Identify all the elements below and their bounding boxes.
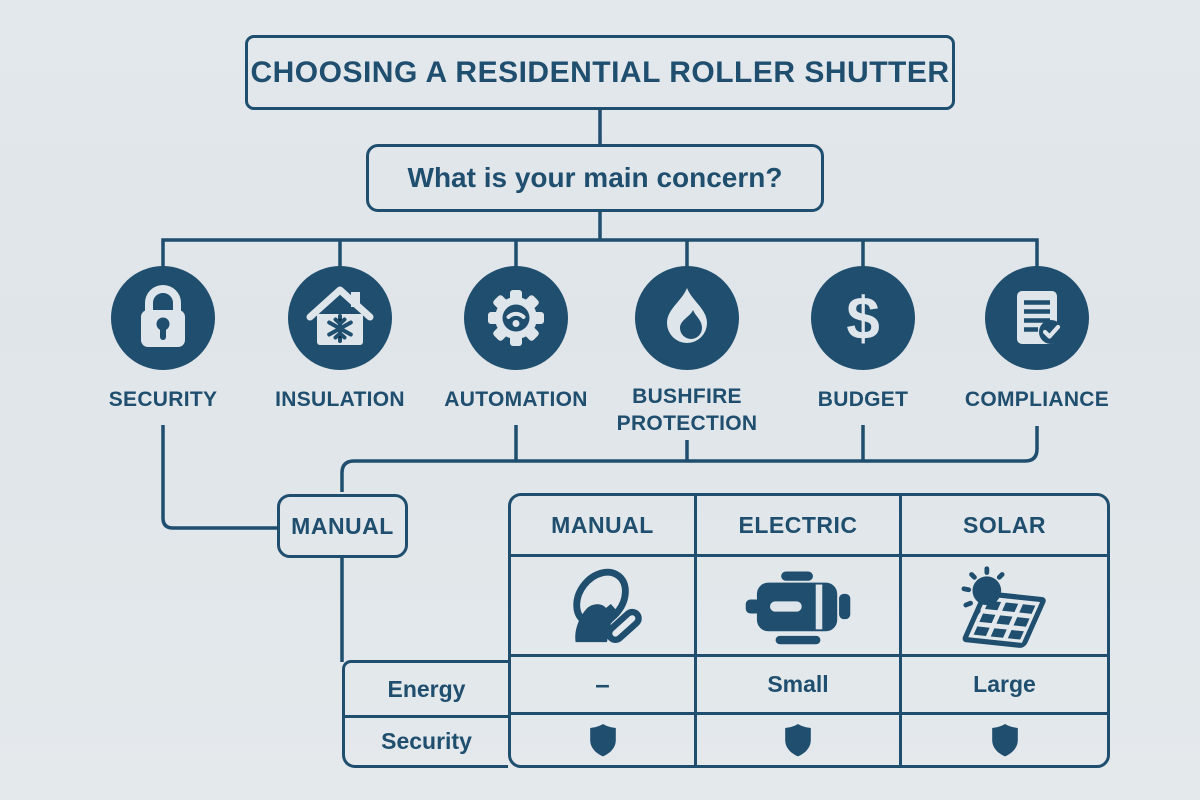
shield-icon	[589, 724, 616, 757]
option-label-security: SECURITY	[108, 388, 218, 411]
flame-icon	[635, 266, 739, 370]
option-node-bushfire	[635, 266, 739, 370]
row-label-security: Security	[381, 728, 472, 754]
cell-energy-manual: –	[511, 657, 697, 715]
option-node-compliance	[985, 266, 1089, 370]
security-branch-label: MANUAL	[291, 512, 394, 539]
option-label-compliance: COMPLIANCE	[964, 388, 1110, 411]
title-box: CHOOSING A RESIDENTIAL ROLLER SHUTTER	[245, 35, 955, 110]
page-title: CHOOSING A RESIDENTIAL ROLLER SHUTTER	[250, 55, 950, 89]
option-label-budget: BUDGET	[817, 388, 909, 411]
house-snowflake-icon	[288, 266, 392, 370]
cell-solar-icon	[902, 557, 1107, 657]
cell-security-manual	[511, 715, 697, 765]
security-branch-box: MANUAL	[277, 494, 408, 558]
column-header-manual: MANUAL	[511, 496, 697, 557]
cell-manual-icon	[511, 557, 697, 657]
question-box: What is your main concern?	[366, 144, 824, 212]
table-row-label-column: Energy Security	[342, 660, 508, 768]
document-check-icon	[985, 266, 1089, 370]
lock-icon	[111, 266, 215, 370]
option-label-automation: AUTOMATION	[444, 388, 588, 411]
option-node-budget: $	[811, 266, 915, 370]
hand-pull-icon	[572, 568, 642, 643]
shield-icon	[785, 724, 811, 757]
option-label-bushfire: BUSHFIRE PROTECTION	[616, 385, 758, 435]
motor-icon	[745, 570, 851, 644]
column-header-electric: ELECTRIC	[697, 496, 902, 557]
cell-electric-icon	[697, 557, 902, 657]
option-label-insulation: INSULATION	[275, 388, 405, 411]
svg-text:$: $	[846, 285, 879, 352]
option-node-automation	[464, 266, 568, 370]
option-node-insulation	[288, 266, 392, 370]
cell-security-electric	[697, 715, 902, 765]
column-header-solar: SOLAR	[902, 496, 1107, 557]
shield-icon	[991, 724, 1018, 757]
question-text: What is your main concern?	[407, 162, 783, 193]
comparison-table: MANUAL ELECTRIC SOLAR	[508, 493, 1110, 768]
option-node-security	[111, 266, 215, 370]
solar-panel-icon	[961, 565, 1046, 648]
cell-energy-solar: Large	[902, 657, 1107, 715]
cell-security-solar	[902, 715, 1107, 765]
cell-energy-electric: Small	[697, 657, 902, 715]
dollar-icon: $	[811, 266, 915, 370]
gear-wifi-icon	[464, 266, 568, 370]
row-label-energy: Energy	[345, 663, 508, 718]
